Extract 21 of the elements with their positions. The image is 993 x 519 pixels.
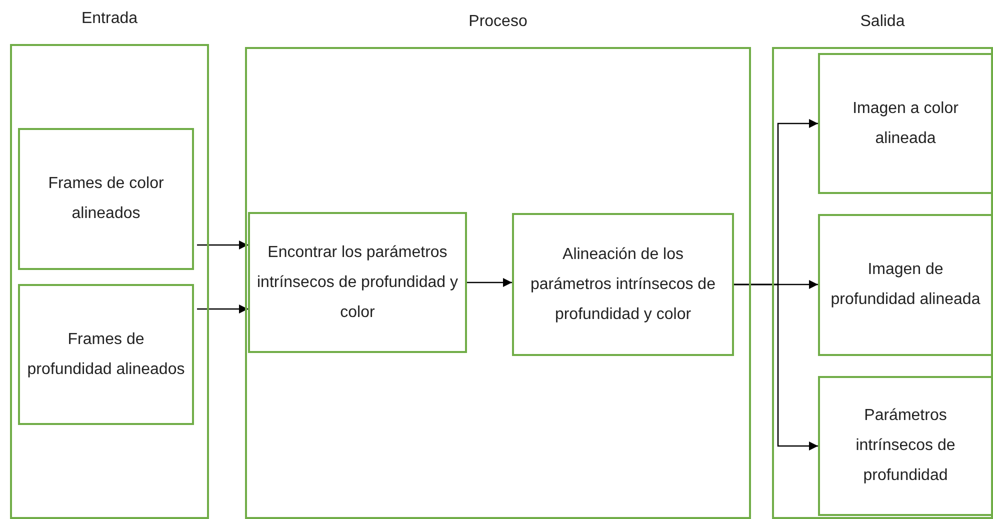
process-box xyxy=(18,284,194,425)
process-box xyxy=(248,212,467,353)
box-text: Encontrar los parámetros intrínsecos de profundidad y color xyxy=(256,242,459,322)
process-box xyxy=(818,53,993,194)
arrow xyxy=(467,278,512,288)
process-box xyxy=(818,214,993,356)
column-heading: Entrada xyxy=(80,10,139,28)
box-text: Parámetros intrínsecos de profundidad xyxy=(854,406,956,486)
column-heading: Proceso xyxy=(468,13,528,31)
box-text: Frames de color alineados xyxy=(47,174,165,224)
process-box xyxy=(18,128,194,270)
arrow xyxy=(197,240,248,250)
column-heading: Salida xyxy=(859,13,906,31)
arrow xyxy=(197,304,248,314)
process-box xyxy=(512,213,734,356)
box-text: Alineación de los parámetros intrínsecos de profundidad y color xyxy=(530,244,716,324)
box-text: Imagen a color alineada xyxy=(852,98,960,148)
arrow xyxy=(734,284,818,451)
box-text: Frames de profundidad alineados xyxy=(26,330,186,380)
process-box xyxy=(818,376,993,516)
box-text: Imagen de profundidad alineada xyxy=(830,260,982,310)
